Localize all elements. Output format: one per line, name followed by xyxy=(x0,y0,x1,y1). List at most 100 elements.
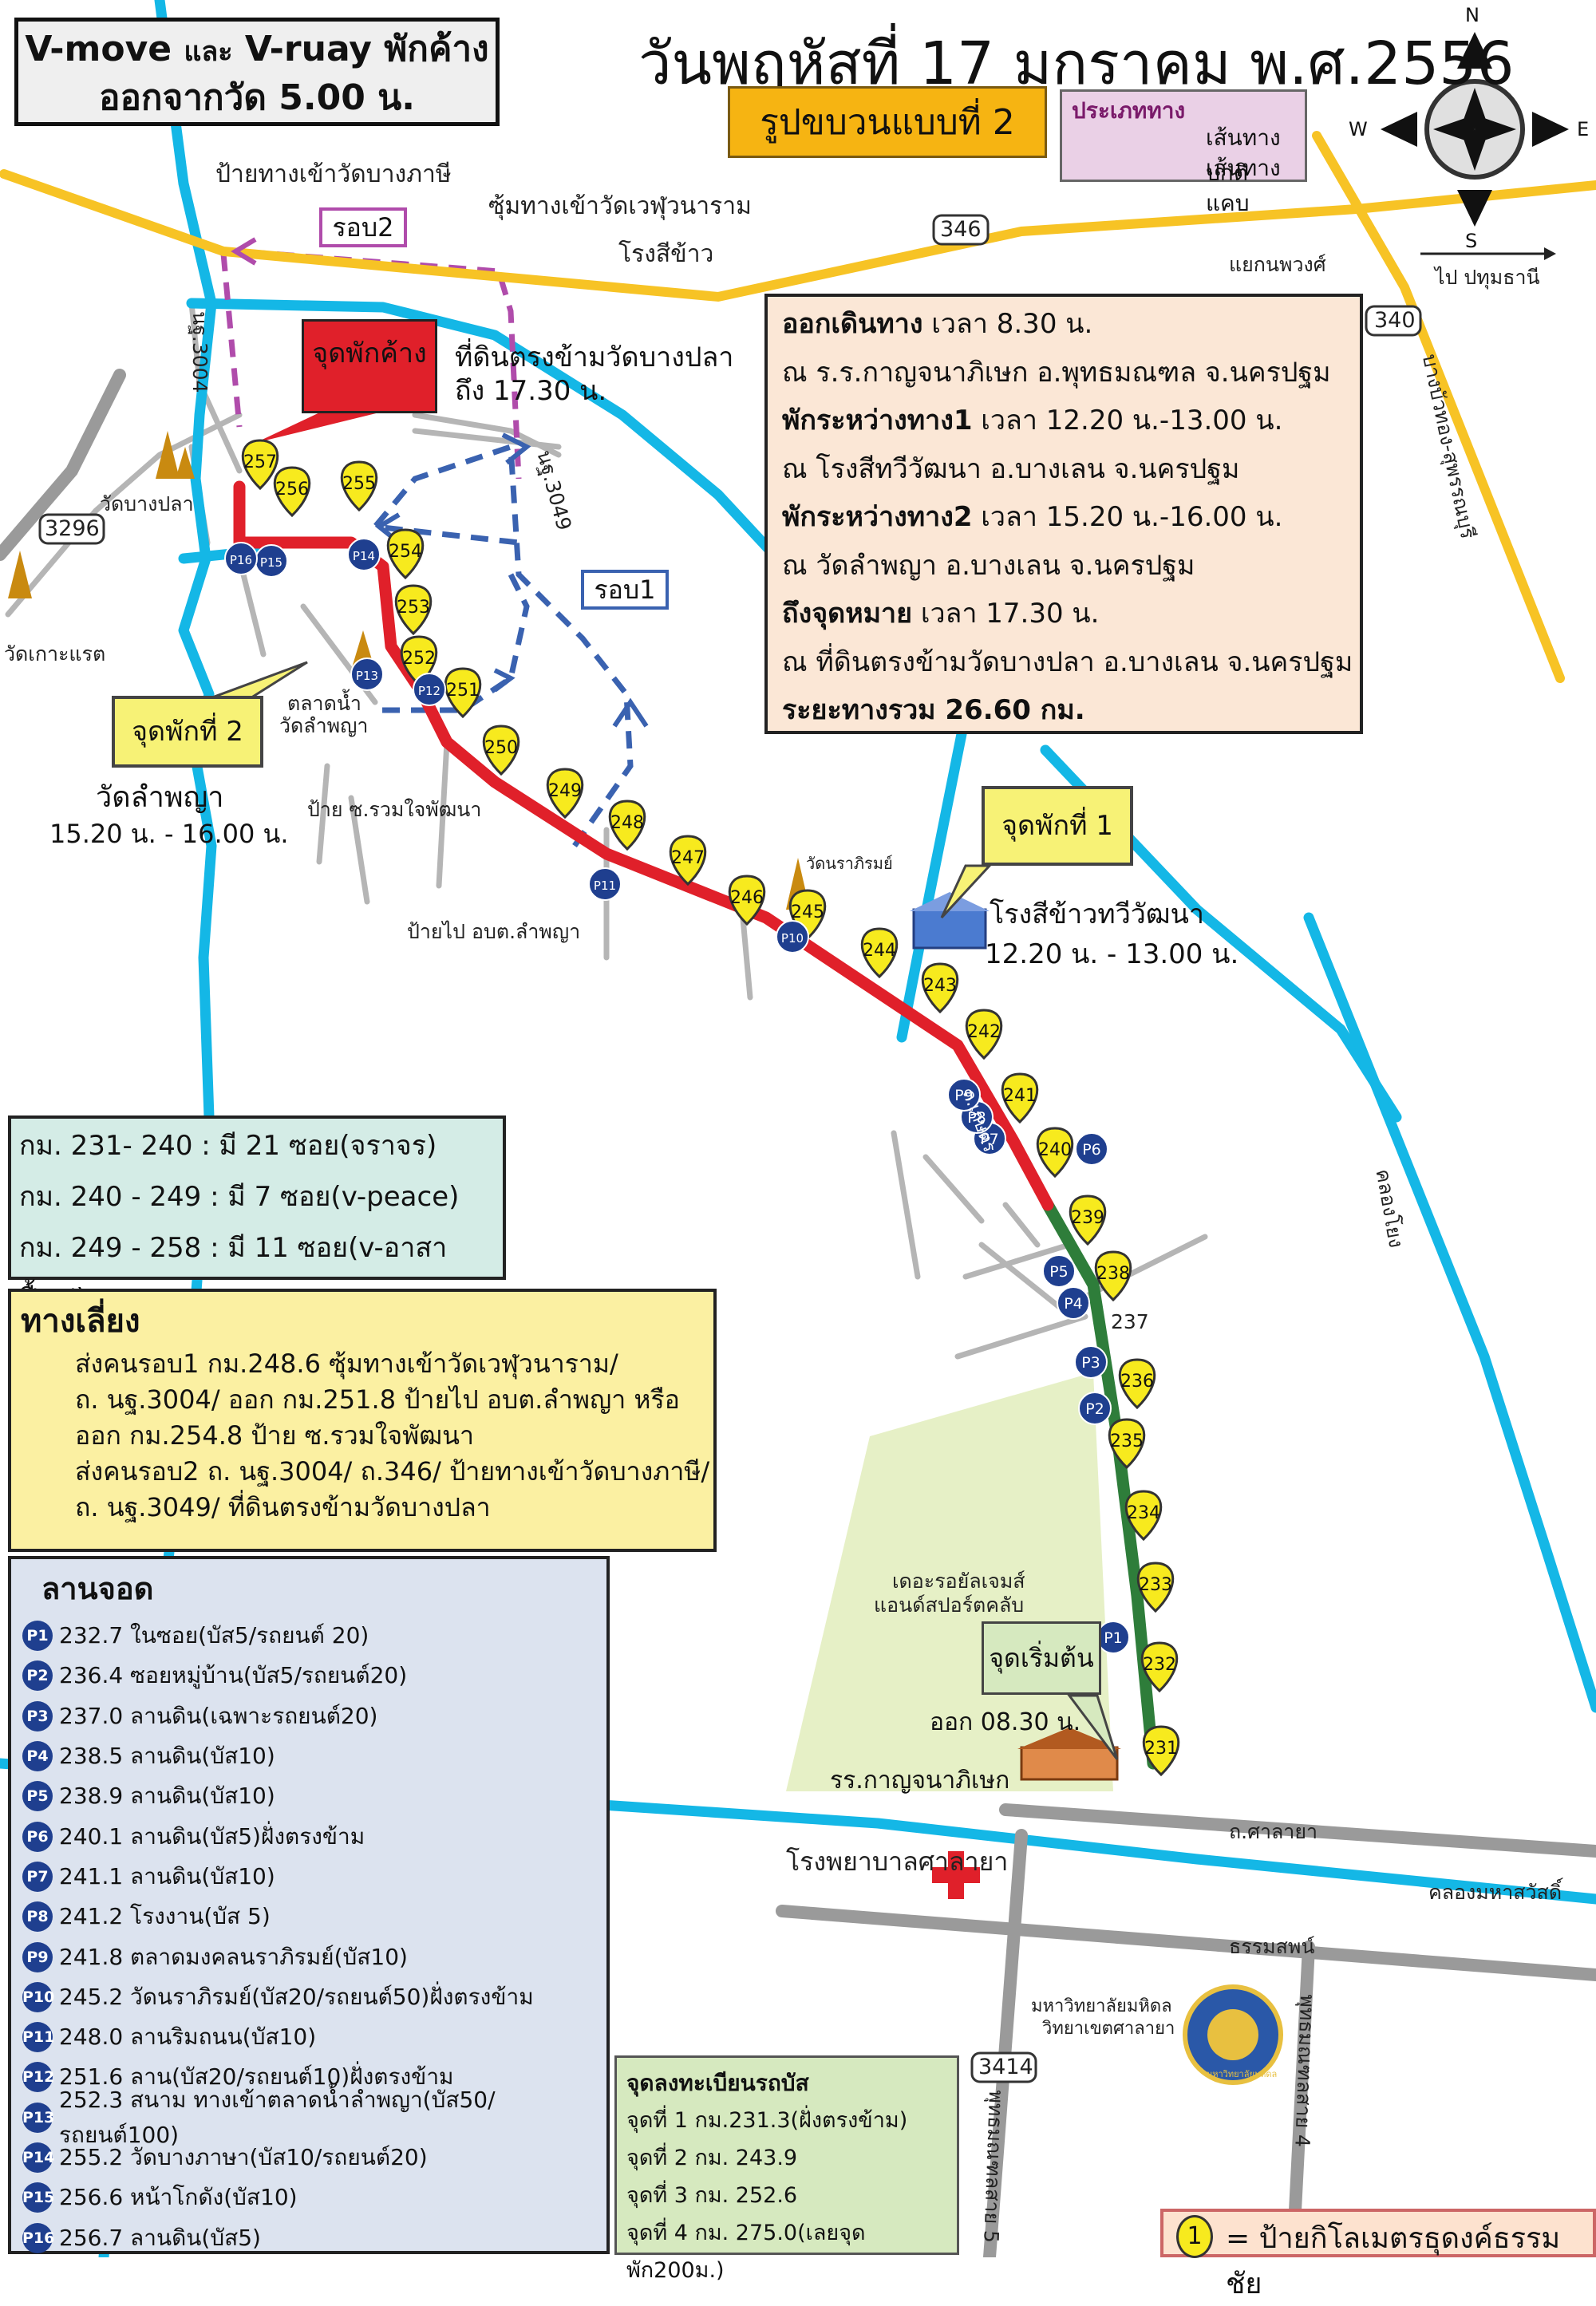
schedule-rest1-time: เวลา 12.20 น.-13.00 น. xyxy=(981,405,1283,436)
detour-title: ทางเลี่ยง xyxy=(21,1303,140,1340)
km-marker: 254 xyxy=(386,528,425,580)
km-marker-label: 233 xyxy=(1139,1575,1172,1595)
parking-item-text: 237.0 ลานดิน(เฉพาะรถยนต์20) xyxy=(59,1702,378,1729)
km-marker-label: 250 xyxy=(484,738,518,758)
km-marker-label: 254 xyxy=(389,542,422,562)
parking-map-badge: P16 xyxy=(224,542,258,575)
parking-item-text: 241.2 โรงงาน(บัส 5) xyxy=(59,1903,271,1930)
km-marker: 241 xyxy=(1001,1072,1039,1124)
parking-item-text: 241.8 ตลาดมงคลนราภิรมย์(บัส10) xyxy=(59,1943,408,1970)
km-marker-label: 244 xyxy=(863,941,896,961)
thammasop-road-label: ธรรมสพน์ xyxy=(1229,1935,1315,1958)
phutthamonthon5-label: พุทธมณฑลสาย 5 xyxy=(979,2089,1009,2244)
path-legend: ประเภททาง เส้นทางปกติ เส้นทางแคบ xyxy=(1060,89,1307,216)
road-shields xyxy=(38,214,1422,2083)
detour-round1-line: ออก กม.254.8 ป้าย ซ.รวมใจพัฒนา xyxy=(75,1420,474,1451)
parking-map-badge-label: P7 xyxy=(980,1131,999,1148)
header-vruay: V-ruay xyxy=(244,29,372,69)
royal-gems-label: เดอะรอยัลเจมส์ xyxy=(892,1570,1025,1593)
road-3004-label: นฐ.3004 xyxy=(188,311,211,393)
parking-badge-icon: P8 xyxy=(22,1901,53,1933)
parking-map-badge-label: P10 xyxy=(781,931,804,946)
parking-map-badge-label: P12 xyxy=(418,684,440,698)
km-marker-label: 240 xyxy=(1038,1140,1072,1160)
parking-map-badge: P9 xyxy=(947,1078,981,1112)
km-marker-layer: 2312322332342352362382392402412422432442… xyxy=(241,439,1180,1777)
schedule-depart: ออกเดินทาง เวลา 8.30 น. xyxy=(782,300,1360,349)
mahidol-campus-label: วิทยาเขตศาลายา xyxy=(1042,2019,1175,2039)
parking-map-badge: P11 xyxy=(588,867,622,901)
floating-market-temple-label: วัดลำพญา xyxy=(279,714,369,737)
parking-map-badge-label: P13 xyxy=(356,669,378,683)
main-roads-grey xyxy=(0,369,1596,2257)
km-marker: 242 xyxy=(965,1009,1003,1060)
parking-item-text: 255.2 วัดบางภาษา(บัส10/รถยนต์20) xyxy=(59,2144,428,2170)
compass-s-label: S xyxy=(1465,230,1478,252)
klong-mahasawat-label: คลองมหาสวัสดิ์ xyxy=(1428,1881,1562,1904)
km-marker: 232 xyxy=(1140,1641,1179,1693)
parking-badge-icon: P5 xyxy=(22,1781,53,1812)
km-marker: 239 xyxy=(1069,1194,1107,1246)
wat-naraphirom-label: วัดนราภิรมย์ xyxy=(806,854,893,873)
km-marker: 238 xyxy=(1094,1250,1132,1302)
km-marker: 248 xyxy=(608,800,646,851)
schedule-rest2-time: เวลา 15.20 น.-16.00 น. xyxy=(981,501,1283,533)
phongphet-junction-label: แยกนพวงศ์ xyxy=(1229,253,1326,276)
parking-badge-icon: P13 xyxy=(22,2102,54,2133)
parking-badge-icon: P9 xyxy=(22,1941,53,1972)
mahidol-seal-text: มหาวิทยาลัยมหิดล xyxy=(1207,2069,1278,2079)
km-marker-label: 255 xyxy=(342,474,376,494)
parking-badge-icon: P4 xyxy=(22,1741,53,1772)
parking-item-text: 256.6 หน้าโกดัง(บัส10) xyxy=(59,2184,298,2211)
km-marker-label: 242 xyxy=(967,1022,1001,1042)
km-marker: 231 xyxy=(1142,1725,1180,1777)
schedule-distance: ระยะทางรวม 26.60 กม. xyxy=(782,694,1085,726)
registration-item: จุดที่ 2 กม. 243.9 xyxy=(626,2146,798,2170)
parking-badge-icon: P11 xyxy=(22,2022,54,2053)
km-marker-label: 235 xyxy=(1110,1431,1144,1451)
km-marker-label: 238 xyxy=(1096,1264,1130,1284)
header-vmove: V-move xyxy=(25,29,172,69)
to-pathumthani-arrowhead xyxy=(1544,247,1556,260)
registration-title: จุดลงทะเบียนรถบัส xyxy=(626,2070,809,2096)
km-marker-label: 236 xyxy=(1120,1372,1154,1392)
parking-map-badge: P4 xyxy=(1057,1286,1090,1320)
registration-item: จุดที่ 4 กม. 275.0(เลยจุดพัก200ม.) xyxy=(626,2221,866,2283)
parking-map-badge-label: P4 xyxy=(1064,1295,1083,1313)
schedule-panel: ออกเดินทาง เวลา 8.30 น. ณ ร.ร.กาญจนาภิเษ… xyxy=(764,294,1363,734)
parking-title: ลานจอด xyxy=(41,1571,154,1606)
parking-item-text: 252.3 สนาม ทางเข้าตลาดน้ำลำพญา(บัส50/รถย… xyxy=(59,2086,496,2148)
abt-lamphaya-sign-label: ป้ายไป อบต.ลำพญา xyxy=(407,920,581,943)
start-time: ออก 08.30 น. xyxy=(930,1708,1081,1736)
schedule-arrive-time: เวลา 17.30 น. xyxy=(920,598,1100,630)
stop1-place: โรงสีข้าวทวีวัฒนา xyxy=(990,898,1204,930)
km-legend-text: = ป้ายกิโลเมตรธุดงค์ธรรมชัย xyxy=(1226,2222,1561,2300)
schedule-rest1-label: พักระหว่างทาง1 xyxy=(782,405,973,436)
km-marker-label: 257 xyxy=(243,452,277,472)
start-callout-pointer xyxy=(1067,1694,1119,1760)
parking-map-badge-label: P9 xyxy=(954,1087,974,1104)
round2-arrowhead xyxy=(231,237,257,266)
parking-badge-icon: P3 xyxy=(22,1700,53,1731)
start-place: รร.กาญจนาภิเษก xyxy=(830,1767,1010,1795)
detour-round1-path xyxy=(369,443,634,848)
route-style-badge: รูปขบวนแบบที่ 2 xyxy=(728,86,1047,158)
parking-map-badge: P2 xyxy=(1078,1392,1112,1425)
school-icon xyxy=(1017,1728,1121,1781)
km-marker: 246 xyxy=(728,875,766,926)
parking-map-badge-label: P14 xyxy=(353,549,375,563)
salaya-road-label: ถ.ศาลายา xyxy=(1229,1820,1318,1843)
stop1-callout-pointer xyxy=(940,864,993,919)
km-marker-label: 232 xyxy=(1143,1655,1176,1675)
floating-market-label: ตลาดน้ำ xyxy=(287,692,361,715)
